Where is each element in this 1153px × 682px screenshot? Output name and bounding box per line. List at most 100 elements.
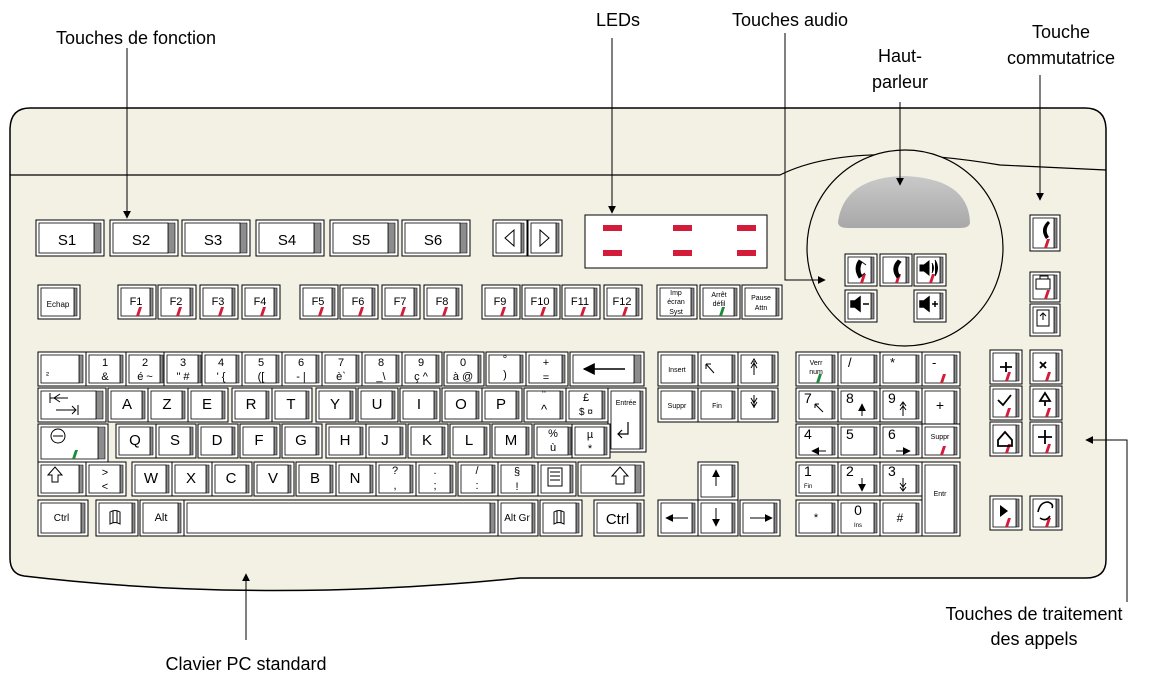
call-3-key[interactable]: [989, 385, 1023, 421]
q-key[interactable]: ?,: [375, 461, 417, 497]
k4-key[interactable]: 4: [795, 423, 839, 459]
w-key[interactable]: W: [131, 461, 173, 497]
k9-key[interactable]: 9: [879, 387, 923, 423]
volume-speaker-key[interactable]: [913, 253, 947, 287]
call-7-key[interactable]: [989, 495, 1023, 531]
g-key[interactable]: G: [281, 423, 323, 459]
kstar2-key[interactable]: *: [795, 499, 839, 537]
s1-key[interactable]: S1: [35, 219, 105, 257]
call-6-key[interactable]: [1029, 421, 1063, 457]
sq-key[interactable]: ²: [37, 351, 87, 387]
n4-key[interactable]: 4' {: [201, 351, 243, 387]
k7-key[interactable]: 7: [795, 387, 839, 423]
a-key[interactable]: A: [107, 387, 149, 423]
n8-key[interactable]: 8_\: [361, 351, 403, 387]
handsfree-key[interactable]: [844, 253, 878, 287]
n3-key[interactable]: 3" #: [163, 351, 205, 387]
dot-key[interactable]: .;: [415, 461, 457, 497]
volume-up-key[interactable]: [913, 289, 947, 323]
n6-key[interactable]: 6- |: [281, 351, 323, 387]
shift-left-key[interactable]: [37, 461, 87, 497]
m-key[interactable]: M: [491, 423, 533, 459]
k5-key[interactable]: 5: [837, 423, 881, 459]
f2-key[interactable]: F2: [157, 284, 197, 320]
entree-key[interactable]: Entrée: [607, 387, 647, 453]
pct-key[interactable]: %ù: [533, 423, 575, 459]
v-key[interactable]: V: [253, 461, 295, 497]
k3-key[interactable]: 3: [879, 461, 923, 497]
fin-key[interactable]: Fin: [697, 387, 739, 423]
insert-key[interactable]: Insert: [657, 351, 699, 387]
s5-key[interactable]: S5: [329, 219, 399, 257]
k2-key[interactable]: 2: [837, 461, 881, 497]
kslash-key[interactable]: /: [837, 351, 881, 387]
f1-key[interactable]: F1: [117, 284, 157, 320]
gt-key[interactable]: ><: [85, 461, 127, 497]
i-key[interactable]: I: [399, 387, 441, 423]
ctrl-left-key[interactable]: Ctrl: [37, 499, 89, 537]
ctrl-right-key[interactable]: Ctrl: [593, 499, 645, 537]
call-8-key[interactable]: [1029, 495, 1063, 531]
caps-key[interactable]: [37, 423, 109, 463]
alt-key[interactable]: Alt: [139, 499, 185, 537]
k6-key[interactable]: 6: [879, 423, 923, 459]
arrow-up-key[interactable]: [697, 461, 739, 501]
n1-key[interactable]: 1&: [85, 351, 127, 387]
f3-key[interactable]: F3: [199, 284, 239, 320]
s2-key[interactable]: S2: [109, 219, 179, 257]
s-key[interactable]: S: [155, 423, 197, 459]
arrow-right-key[interactable]: [527, 219, 563, 257]
f12-key[interactable]: F12: [603, 284, 643, 320]
transfer-key[interactable]: [1029, 271, 1061, 303]
entr-key[interactable]: Entr: [921, 461, 961, 537]
s4-key[interactable]: S4: [255, 219, 325, 257]
tab-key[interactable]: [37, 387, 107, 423]
echap-key[interactable]: Echap: [37, 284, 81, 320]
pound-key[interactable]: £$ ¤: [565, 387, 609, 423]
f7-key[interactable]: F7: [381, 284, 421, 320]
n-key[interactable]: N: [335, 461, 377, 497]
e-key[interactable]: E: [187, 387, 229, 423]
kminus-key[interactable]: -: [921, 351, 961, 387]
sl-key[interactable]: /:: [457, 461, 499, 497]
menu-key[interactable]: [537, 461, 577, 497]
f5-key[interactable]: F5: [299, 284, 339, 320]
r-key[interactable]: R: [231, 387, 273, 423]
altgr-key[interactable]: Alt Gr: [497, 499, 539, 537]
mu-key[interactable]: µ*: [571, 423, 611, 459]
n9-key[interactable]: 9ç ^: [401, 351, 443, 387]
f10-key[interactable]: F10: [521, 284, 561, 320]
b-key[interactable]: B: [295, 461, 337, 497]
s6-key[interactable]: S6: [401, 219, 471, 257]
h-key[interactable]: H: [325, 423, 367, 459]
d-key[interactable]: D: [197, 423, 239, 459]
arrow-left-key[interactable]: [492, 219, 528, 257]
k8-key[interactable]: 8: [837, 387, 881, 423]
o-key[interactable]: O: [441, 387, 483, 423]
f8-key[interactable]: F8: [423, 284, 463, 320]
home-key[interactable]: [697, 351, 739, 387]
n2-key[interactable]: 2é ~: [125, 351, 167, 387]
call-5-key[interactable]: [989, 421, 1023, 457]
deg-key[interactable]: °): [485, 351, 527, 387]
uml-key[interactable]: ¨^: [523, 387, 567, 423]
z-key[interactable]: Z: [147, 387, 189, 423]
p-key[interactable]: P: [481, 387, 523, 423]
n5-key[interactable]: 5([: [241, 351, 283, 387]
n7-key[interactable]: 7è`: [321, 351, 363, 387]
s3-key[interactable]: S3: [181, 219, 251, 257]
plus-key[interactable]: +=: [525, 351, 569, 387]
f11-key[interactable]: F11: [561, 284, 601, 320]
t-key[interactable]: T: [271, 387, 313, 423]
y-key[interactable]: Y: [315, 387, 357, 423]
ksuppr-key[interactable]: Suppr: [921, 423, 961, 459]
conference-key[interactable]: [1029, 303, 1061, 337]
l-key[interactable]: L: [449, 423, 491, 459]
space-key[interactable]: [183, 499, 499, 537]
shift-right-key[interactable]: [577, 461, 645, 497]
